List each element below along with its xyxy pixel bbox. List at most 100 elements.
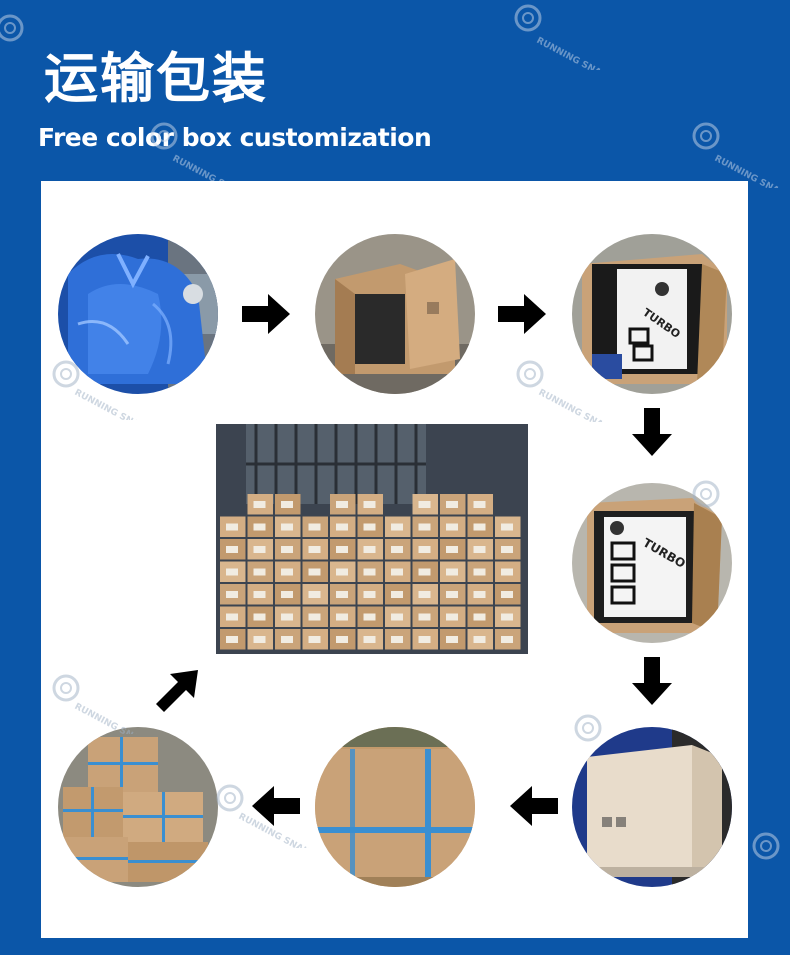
arrow-icon [632,657,672,705]
box-label [226,636,238,643]
step-photo-open-box [315,234,475,394]
arrow-right-2 [496,288,548,340]
box-label [336,636,348,643]
box-label [363,613,376,621]
box-label [363,636,376,643]
step-photo-stacked-boxes [58,727,218,887]
box-label [336,501,348,508]
arrow-icon [498,294,546,334]
box-label [336,546,348,553]
box-label [363,568,376,576]
box-label [418,523,431,531]
box-label [473,636,486,643]
box-label [281,546,293,553]
step-photo-strapped-box [315,727,475,887]
box-label [418,546,431,553]
box-label [391,591,403,598]
box-label [253,501,266,508]
box-label [446,568,458,576]
box-label [308,613,321,621]
box-label [281,613,293,621]
box-label [281,568,293,576]
box-label [418,613,431,621]
box-label [281,523,293,531]
box-label [253,568,266,576]
step-photo-gasket-kit: TURBO [572,234,732,394]
arrow-icon [156,670,198,714]
stacked-boxes-image [58,727,218,887]
box-label [226,523,238,531]
arrow-icon [242,294,290,334]
arrow-diagonal-up [152,664,204,716]
arrow-down-1 [626,406,678,458]
watermark-logo: RUNNING SNAIL [508,0,618,70]
open-box-image [315,234,475,394]
warehouse-image [216,424,528,654]
step-photo-gasket-closeup: TURBO [572,483,732,643]
box-label [308,636,321,643]
box-label [281,501,293,508]
box-label [501,523,513,531]
step-photo-warehouse-stock [216,424,528,654]
box-label [363,501,376,508]
box-label [473,501,486,508]
step-photo-sealed-box [572,727,732,887]
box-label [446,613,458,621]
box-label [418,636,431,643]
page-subtitle: Free color box customization [38,123,432,152]
box-label [473,546,486,553]
arrow-left-2 [250,780,302,832]
box-label [281,591,293,598]
box-label [336,591,348,598]
box-label [501,591,513,598]
gasket-box-image: TURBO [572,234,732,394]
box-label [363,546,376,553]
box-label [363,523,376,531]
box-label [363,591,376,598]
watermark-logo: RUNNING SNAIL [684,118,790,188]
box-label [418,591,431,598]
box-label [336,523,348,531]
box-label [253,613,266,621]
box-label [501,636,513,643]
box-label [473,591,486,598]
page-title: 运输包装 [44,47,268,110]
box-label [308,523,321,531]
box-label [336,568,348,576]
arrow-icon [632,408,672,456]
arrow-icon [510,786,558,826]
sealed-box-image [572,727,732,887]
box-label [501,613,513,621]
box-label [418,501,431,508]
box-label [253,546,266,553]
box-label [308,591,321,598]
box-label [446,523,458,531]
box-label [308,546,321,553]
box-label [253,636,266,643]
arrow-left-1 [508,780,560,832]
strapped-box-image [315,727,475,887]
arrow-down-2 [626,655,678,707]
box-label [391,568,403,576]
snail-turbo-logo-icon: RUNNING SNAIL [514,4,611,70]
arrow-icon [252,786,300,826]
box-label [226,613,238,621]
box-label [308,568,321,576]
box-label [336,613,348,621]
box-label [391,636,403,643]
snail-turbo-logo-icon: RUNNING SNAIL [692,122,789,188]
step-photo-bagged-product [58,234,218,394]
box-label [501,546,513,553]
box-label [418,568,431,576]
box-label [446,546,458,553]
box-label [473,568,486,576]
watermark-text: RUNNING SNAIL [535,36,611,70]
box-label [226,591,238,598]
box-label [473,613,486,621]
box-label [473,523,486,531]
box-label [226,546,238,553]
box-label [391,546,403,553]
box-label [446,591,458,598]
box-label [446,636,458,643]
box-label [501,568,513,576]
